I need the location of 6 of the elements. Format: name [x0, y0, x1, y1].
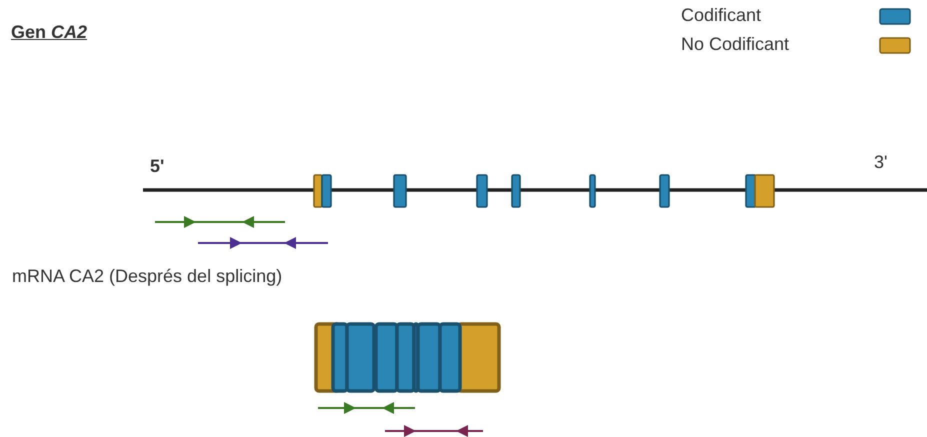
legend-label: No Codificant: [681, 34, 790, 55]
five-prime-label: 5': [150, 156, 164, 177]
diagram-title: Gen CA2: [11, 22, 88, 43]
three-prime-label: 3': [874, 152, 888, 173]
legend-label: Codificant: [681, 5, 762, 26]
section-label: mRNA CA2 (Després del splicing): [12, 266, 282, 287]
